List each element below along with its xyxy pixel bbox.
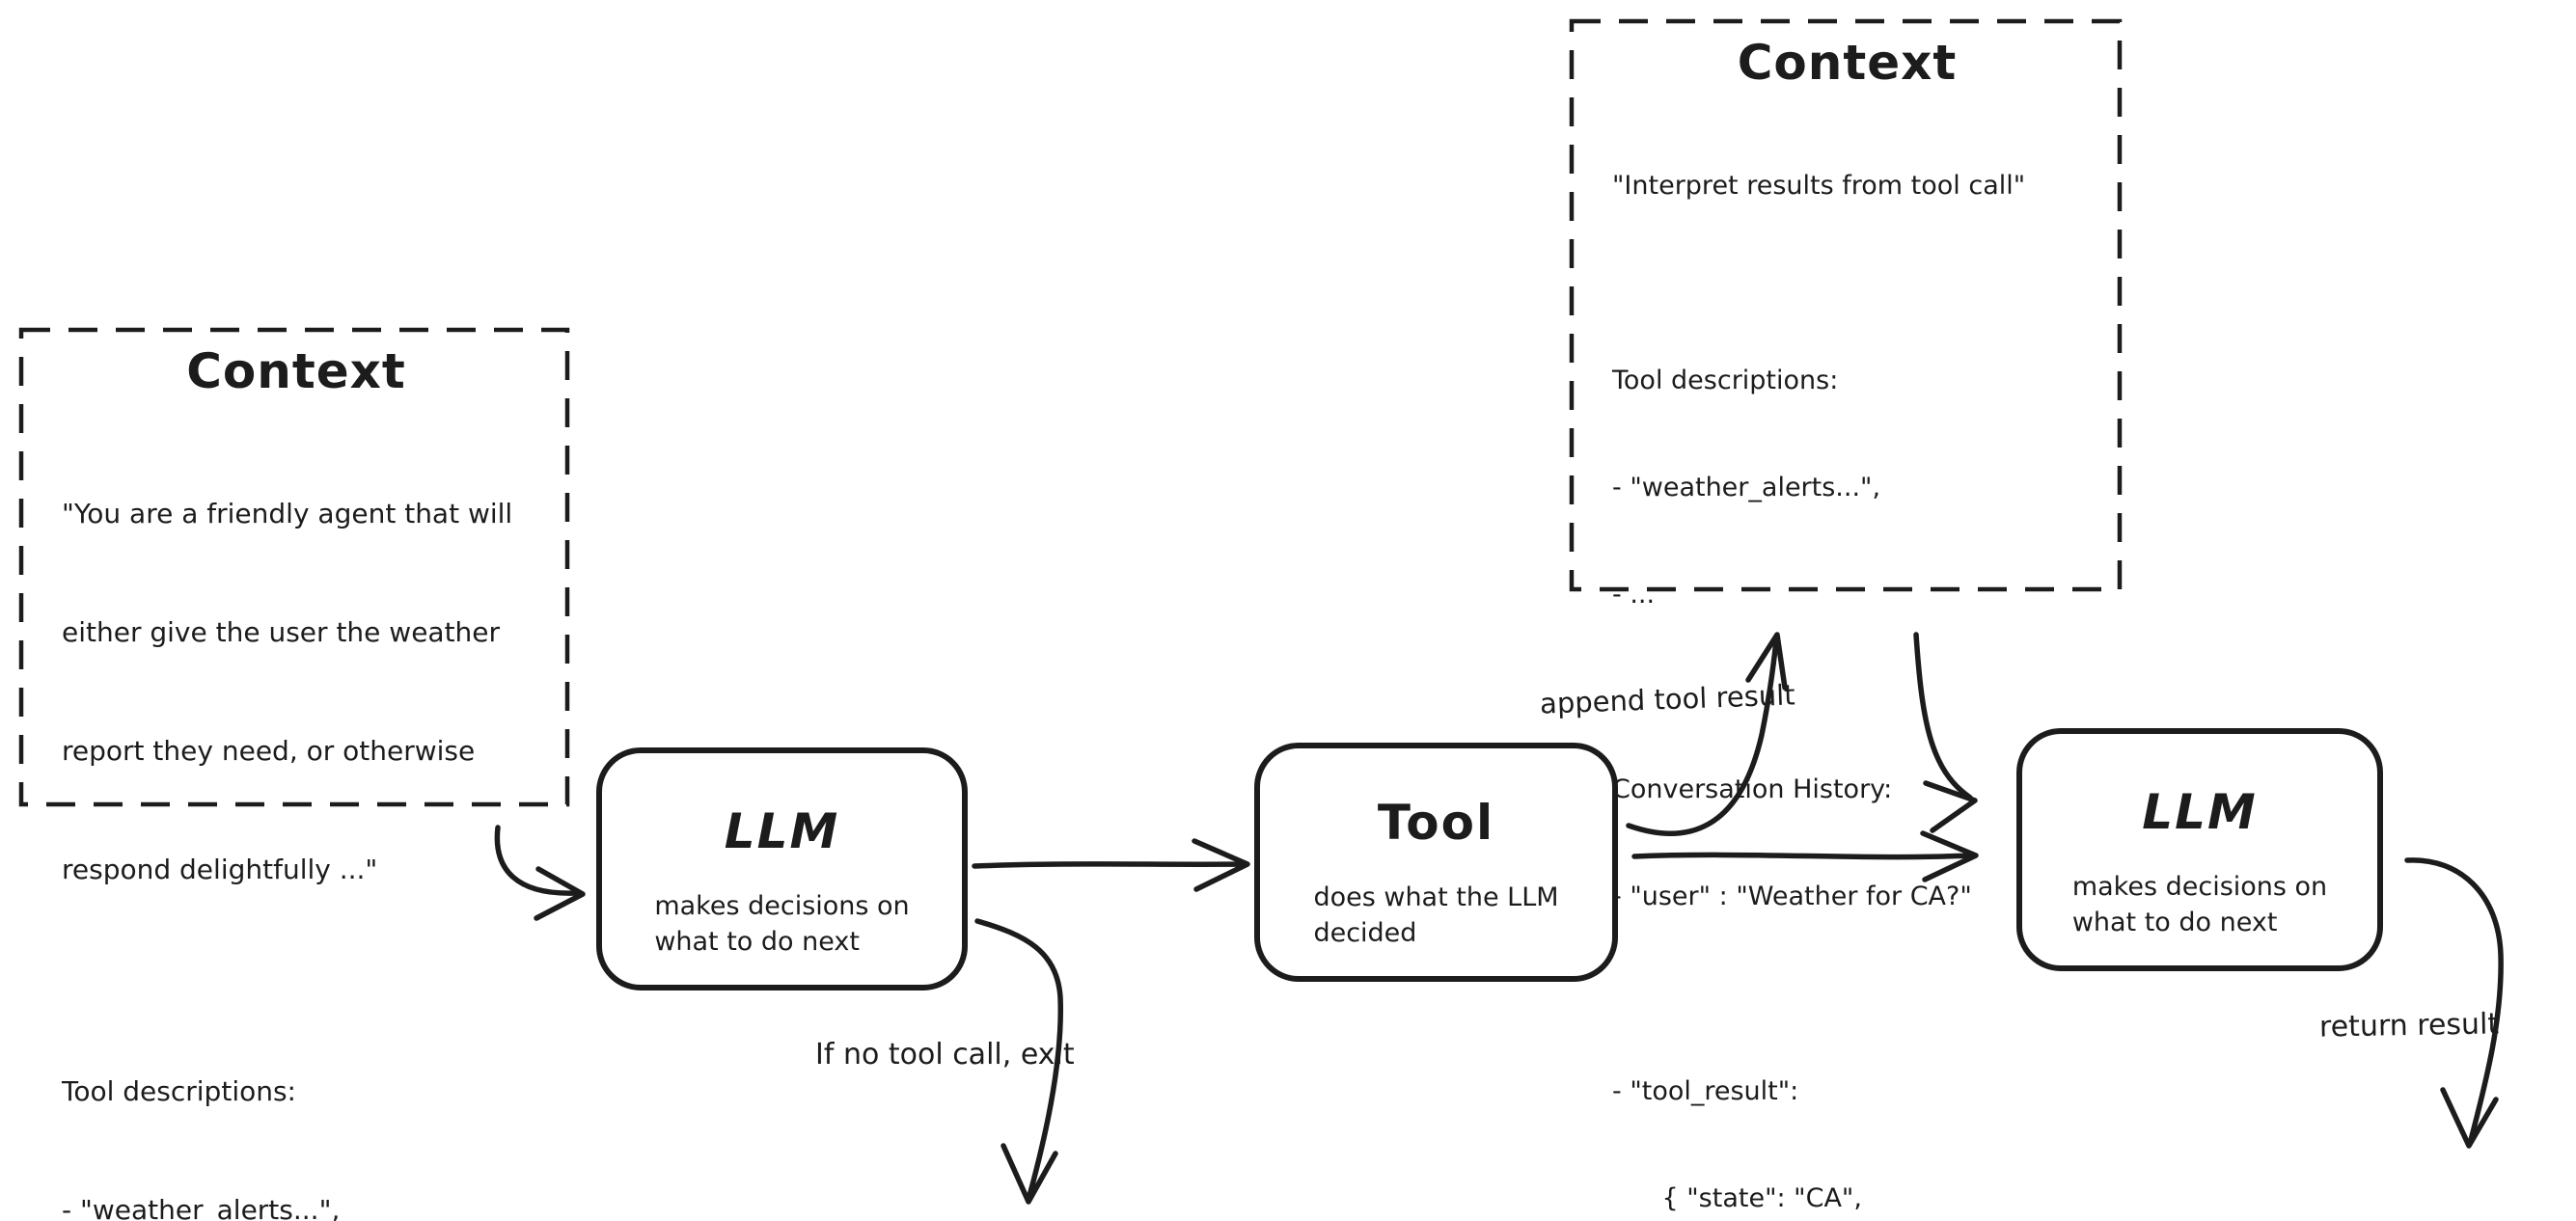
tool-node-title: Tool bbox=[1377, 795, 1495, 851]
context-left-body: "You are a friendly agent that will eith… bbox=[62, 415, 531, 1221]
llm-node-2: LLM makes decisions on what to do next bbox=[2016, 728, 2383, 971]
llm-node-1: LLM makes decisions on what to do next bbox=[596, 747, 968, 990]
context-line: respond delightfully ..." bbox=[62, 854, 378, 885]
edge-tool-to-llm2 bbox=[1631, 830, 1979, 882]
if-no-tool-call-exit-label: If no tool call, exit bbox=[815, 1038, 1075, 1072]
context-line: report they need, or otherwise bbox=[62, 735, 476, 767]
context-line: - ... bbox=[1612, 580, 1656, 610]
edge-context-top-to-llm2 bbox=[1913, 632, 1978, 833]
llm-node-1-title: LLM bbox=[724, 803, 840, 859]
context-line: Conversation History: bbox=[1612, 774, 1893, 804]
context-left-box: Context "You are a friendly agent that w… bbox=[19, 328, 569, 1221]
tool-node: Tool does what the LLM decided bbox=[1254, 743, 1618, 982]
context-left-title: Context bbox=[186, 343, 406, 399]
llm-node-1-subtitle: makes decisions on what to do next bbox=[654, 891, 910, 957]
context-line: - "user" : "Weather for CA?" bbox=[1612, 882, 1972, 911]
edge-llm1-exit bbox=[974, 918, 1064, 1205]
context-line: - "weather_alerts...", bbox=[62, 1194, 341, 1221]
context-line: { "state": "CA", bbox=[1612, 1183, 1862, 1213]
edge-tool-to-context-top bbox=[1626, 632, 1788, 836]
context-top-border bbox=[1569, 18, 2123, 592]
context-top-body: "Interpret results from tool call" Tool … bbox=[1612, 96, 2082, 1221]
return-result-label: return result bbox=[2318, 1007, 2500, 1045]
llm-node-2-title: LLM bbox=[2142, 784, 2258, 840]
context-line: - "tool_result": bbox=[1612, 1076, 1799, 1106]
context-line: Tool descriptions: bbox=[1612, 366, 1839, 395]
context-line bbox=[62, 968, 531, 992]
context-top-title: Context bbox=[1737, 35, 1958, 91]
context-line bbox=[1612, 275, 2082, 291]
context-top-box: Context "Interpret results from tool cal… bbox=[1570, 19, 2121, 1213]
llm-node-2-subtitle: makes decisions on what to do next bbox=[2071, 872, 2328, 937]
context-line bbox=[1612, 986, 2082, 1002]
context-line: "You are a friendly agent that will bbox=[62, 498, 513, 529]
context-line: Tool descriptions: bbox=[62, 1075, 296, 1107]
tool-node-subtitle: does what the LLM decided bbox=[1313, 882, 1559, 948]
edge-llm2-return bbox=[2404, 857, 2504, 1149]
edge-context-left-to-llm1 bbox=[494, 825, 586, 921]
edge-llm1-to-tool bbox=[972, 838, 1250, 892]
context-left-border bbox=[18, 327, 570, 807]
context-line: "Interpret results from tool call" bbox=[1612, 171, 2026, 201]
context-line: - "weather_alerts...", bbox=[1612, 473, 1881, 502]
context-line: either give the user the weather bbox=[62, 616, 501, 648]
